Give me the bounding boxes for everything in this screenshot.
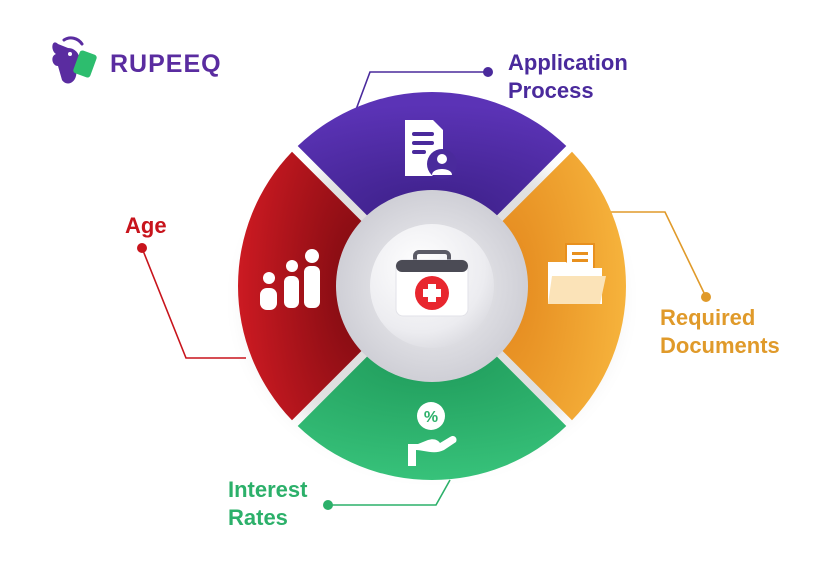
leader-dot-age bbox=[137, 243, 147, 253]
label-application-process: Application Process bbox=[508, 50, 628, 103]
folder-documents-icon bbox=[548, 243, 606, 304]
brand-name: RUPEEQ bbox=[110, 50, 222, 78]
segment-age bbox=[237, 151, 363, 421]
leader-dot-interest bbox=[323, 500, 333, 510]
medical-kit-icon bbox=[395, 250, 469, 317]
hand-percent-icon: % bbox=[408, 402, 457, 466]
hummingbird-logo-icon bbox=[52, 36, 97, 84]
family-age-icon bbox=[260, 249, 320, 310]
label-required-documents: Required Documents bbox=[660, 305, 780, 358]
leader-line-documents bbox=[606, 211, 707, 298]
document-user-icon bbox=[405, 120, 457, 179]
leader-line-application bbox=[353, 71, 488, 116]
leader-line-age bbox=[141, 247, 246, 359]
label-interest-rates: Interest Rates bbox=[228, 477, 308, 530]
brand-logo: RUPEEQ bbox=[48, 36, 238, 92]
leader-dot-application bbox=[483, 67, 493, 77]
svg-text:%: % bbox=[424, 409, 438, 426]
label-age: Age bbox=[125, 213, 167, 238]
leader-lines bbox=[137, 67, 711, 510]
leader-dot-documents bbox=[701, 292, 711, 302]
leader-line-interest bbox=[328, 479, 451, 506]
